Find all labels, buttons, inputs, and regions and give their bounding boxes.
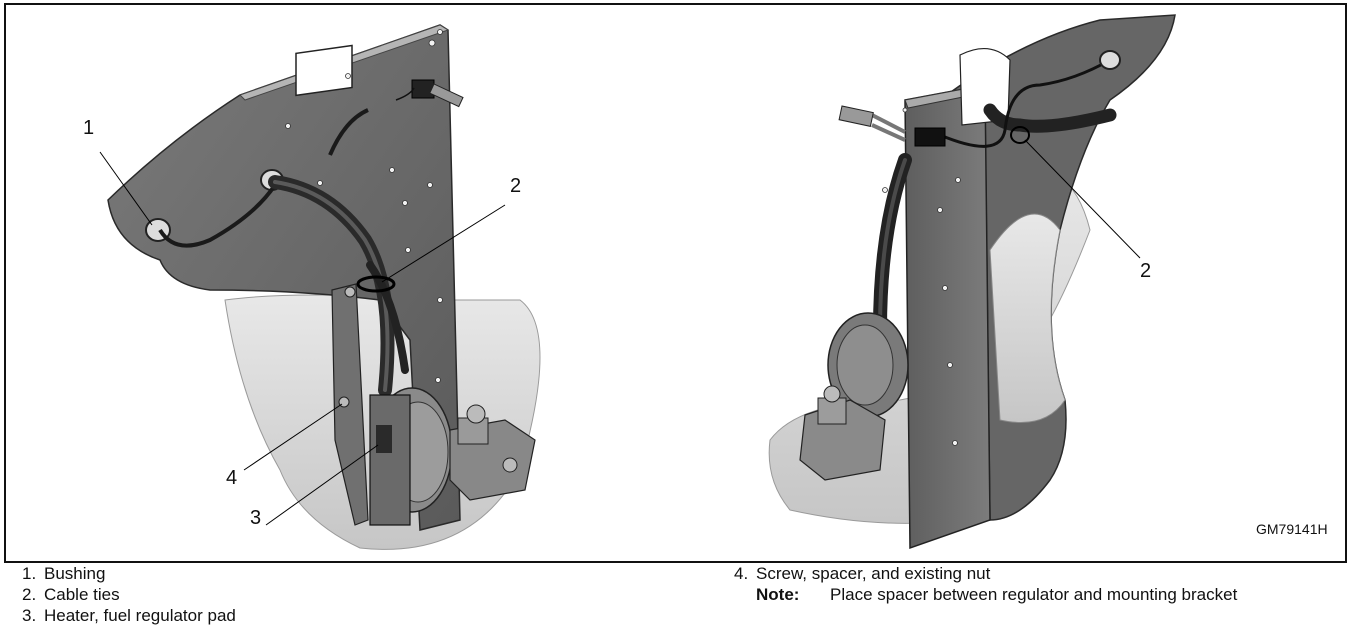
- callout-heater-pad: 3: [250, 507, 262, 529]
- left-heater-wire: [158, 183, 277, 248]
- note-text: Place spacer between regulator and mount…: [830, 585, 1238, 604]
- left-mounting-plate: [107, 24, 461, 531]
- legend-item: 3.Heater, fuel regulator pad: [22, 606, 236, 625]
- callout-bushing: 1: [83, 117, 95, 139]
- right-mounting-plate: [904, 84, 991, 550]
- left-assembly: [99, 24, 541, 550]
- figure-id: GM79141H: [1256, 521, 1328, 537]
- legend-item: 2.Cable ties: [22, 585, 120, 604]
- right-fuel-hose: [983, 103, 1117, 133]
- legend-left: 1.Bushing 2.Cable ties 3.Heater, fuel re…: [22, 563, 236, 626]
- callout-mounting-screw: 4: [226, 467, 238, 489]
- right-assembly: [768, 14, 1176, 550]
- callout-cable-ties-left: 2: [510, 175, 522, 197]
- note-label: Note:: [756, 585, 800, 604]
- right-heater-wire: [939, 58, 1111, 148]
- left-bracket: [331, 283, 369, 526]
- callout-cable-ties-right: 2: [1140, 260, 1152, 282]
- left-heater-pad: [369, 394, 411, 526]
- legend-note: Note: Place spacer between regulator and …: [734, 584, 1237, 605]
- legend-item: 4.Screw, spacer, and existing nut: [734, 564, 991, 583]
- left-plate-cutout: [295, 44, 353, 97]
- legend-right: 4.Screw, spacer, and existing nut Note: P…: [734, 563, 1237, 605]
- legend-item: 1.Bushing: [22, 564, 106, 583]
